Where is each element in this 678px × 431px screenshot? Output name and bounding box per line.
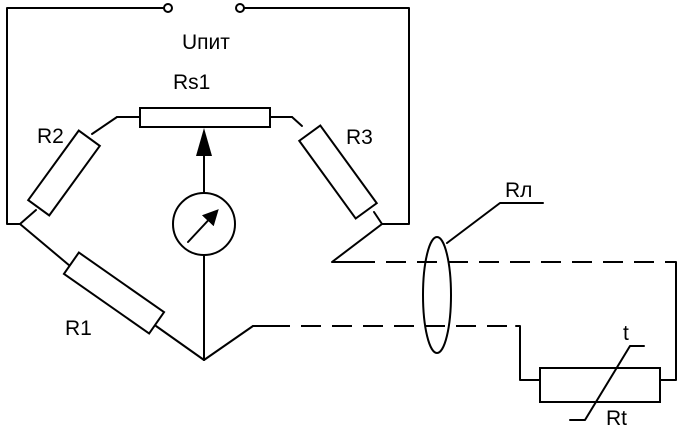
right-supply-wire [243, 7, 410, 225]
r2-label: R2 [37, 125, 64, 148]
t-label: t [623, 322, 629, 345]
resistor-rs1 [139, 107, 271, 128]
left-supply-wire [6, 7, 165, 225]
resistor-r1 [62, 251, 166, 335]
rs1-label: Rs1 [173, 71, 211, 94]
line-resistance-ellipse [422, 236, 452, 354]
bridge-wires [19, 116, 397, 361]
right-terminal-icon [235, 3, 245, 13]
rt-left-wire [515, 325, 541, 381]
left-terminal-icon [163, 3, 173, 13]
rt-right-wire [659, 261, 677, 381]
r1-label: R1 [65, 317, 92, 340]
rl-label: Rл [505, 179, 533, 202]
supply-voltage-label: Uпит [182, 31, 230, 54]
thermistor-slash [569, 345, 645, 421]
rt-label: Rt [606, 407, 627, 430]
galvanometer-icon [172, 192, 236, 256]
supply-terminals [6, 3, 410, 225]
r3-label: R3 [346, 126, 373, 149]
wiper-arrow-icon [196, 128, 212, 156]
rl-leader-line [446, 202, 544, 244]
resistor-r3 [297, 124, 379, 220]
bridge-output-wire [331, 223, 383, 263]
resistor-r2 [26, 129, 102, 217]
